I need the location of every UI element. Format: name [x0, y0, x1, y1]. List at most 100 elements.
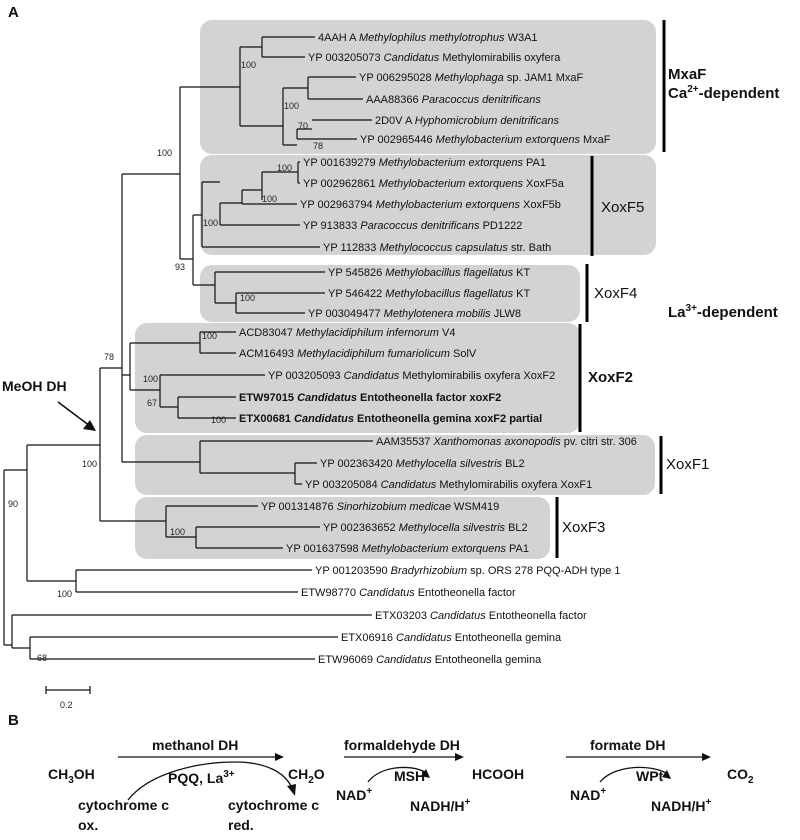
leaf-label-l2: YP 003205073 Candidatus Methylomirabilis… — [308, 52, 561, 64]
bootstrap-value: 100 — [203, 218, 218, 228]
leaf-label-l1: 4AAH A Methylophilus methylotrophus W3A1 — [318, 32, 538, 44]
leaf-label-l16: ACM16493 Methylacidiphilum fumariolicum … — [239, 348, 477, 360]
leaf-label-l11: YP 112833 Methylococcus capsulatus str. … — [323, 242, 551, 254]
leaf-label-l10: YP 913833 Paracoccus denitrificans PD122… — [303, 220, 522, 232]
leaf-label-l22: YP 003205084 Candidatus Methylomirabilis… — [305, 479, 592, 491]
leaf-label-l6: YP 002965446 Methylobacterium extorquens… — [360, 134, 611, 146]
leaf-label-l25: YP 001637598 Methylobacterium extorquens… — [286, 543, 529, 555]
bootstrap-value: 100 — [277, 163, 292, 173]
bootstrap-values: 100 100 70 78 100 100 100 100 93 100 100 78 100 67 100… — [8, 60, 323, 663]
cofactor-arc-1 — [127, 761, 293, 801]
product-co2: CO2 — [727, 766, 754, 786]
bootstrap-value: 100 — [211, 415, 226, 425]
group-label-mxaf: MxaF — [668, 66, 706, 83]
reaction-arrow-2-head — [455, 753, 464, 761]
leaf-label-l18: ETW97015 Candidatus Entotheonella factor… — [239, 392, 501, 404]
bootstrap-value: 90 — [8, 499, 18, 509]
group-bars — [555, 20, 666, 558]
enzyme-methanol-dh: methanol DH — [152, 737, 238, 753]
clade-box-xoxf4 — [200, 265, 580, 322]
nad-plus-1: NAD+ — [336, 786, 372, 803]
group-label-xoxf4: XoxF4 — [594, 285, 637, 302]
leaf-label-l9: YP 002963794 Methylobacterium extorquens… — [300, 199, 561, 211]
bootstrap-value: 93 — [175, 262, 185, 272]
enzyme-formaldehyde-dh: formaldehyde DH — [344, 737, 460, 753]
nadh-h-1: NADH/H+ — [410, 797, 470, 814]
cytochrome-c-ox-line2: ox. — [78, 817, 98, 833]
panel-label-b: B — [8, 712, 19, 729]
leaf-labels: 4AAH A Methylophilus methylotrophus W3A1… — [239, 32, 637, 666]
cofactor-arc-1-head — [287, 784, 296, 796]
nad-plus-2: NAD+ — [570, 786, 606, 803]
enzyme-formate-dh: formate DH — [590, 737, 665, 753]
group-label-xoxf5: XoxF5 — [601, 199, 644, 216]
bootstrap-value: 78 — [104, 352, 114, 362]
leaf-label-l26: YP 001203590 Bradyrhizobium sp. ORS 278 … — [315, 565, 621, 577]
scale-bar-label: 0.2 — [60, 700, 73, 710]
leaf-label-l20: AAM35537 Xanthomonas axonopodis pv. citr… — [376, 436, 637, 448]
leaf-label-l12: YP 545826 Methylobacillus flagellatus KT — [328, 267, 530, 279]
bootstrap-value: 100 — [57, 589, 72, 599]
bootstrap-value: 100 — [170, 527, 185, 537]
leaf-label-l5: 2D0V A Hyphomicrobium denitrificans — [375, 115, 560, 127]
cofactor-arc-2 — [367, 766, 426, 783]
bootstrap-value: 100 — [262, 194, 277, 204]
group-label-la-dependent: La3+-dependent — [668, 303, 778, 321]
substrate-methanol: CH3OH — [48, 766, 95, 786]
reaction-arrow-3-head — [702, 753, 711, 761]
group-label-ca-dependent: Ca2+-dependent — [668, 84, 779, 102]
bootstrap-value: 78 — [313, 141, 323, 151]
leaf-label-l27: ETW98770 Candidatus Entotheonella factor — [301, 587, 516, 599]
leaf-label-l23: YP 001314876 Sinorhizobium medicae WSM41… — [261, 501, 499, 513]
bootstrap-value: 100 — [284, 101, 299, 111]
meoh-arrow-line — [57, 401, 91, 427]
cofactor-wpt: WPt — [636, 768, 664, 784]
leaf-label-l30: ETW96069 Candidatus Entotheonella gemina — [318, 654, 542, 666]
cofactor-arc-3-head — [662, 770, 671, 779]
bootstrap-value: 100 — [241, 60, 256, 70]
reaction-arrow-1-head — [275, 753, 284, 761]
leaf-label-l3: YP 006295028 Methylophaga sp. JAM1 MxaF — [359, 72, 584, 84]
panel-label-a: A — [8, 4, 19, 21]
clade-box-xoxf1 — [135, 435, 655, 495]
group-label-xoxf2: XoxF2 — [588, 369, 633, 386]
leaf-label-l15: ACD83047 Methylacidiphilum infernorum V4 — [239, 327, 455, 339]
meoh-dh-label: MeOH DH — [2, 378, 67, 394]
leaf-label-l28: ETX03203 Candidatus Entotheonella factor — [375, 610, 587, 622]
leaf-label-l17: YP 003205093 Candidatus Methylomirabilis… — [268, 370, 555, 382]
bootstrap-value: 68 — [37, 653, 47, 663]
nadh-h-2: NADH/H+ — [651, 797, 711, 814]
group-label-xoxf3: XoxF3 — [562, 519, 605, 536]
leaf-label-l4: AAA88366 Paracoccus denitrificans — [366, 94, 541, 106]
leaf-label-l7: YP 001639279 Methylobacterium extorquens… — [303, 157, 546, 169]
clade-box-xoxf2 — [135, 323, 580, 433]
cofactor-msh: MSH — [394, 768, 425, 784]
leaf-label-l13: YP 546422 Methylobacillus flagellatus KT — [328, 288, 530, 300]
meoh-arrow-head — [83, 420, 96, 431]
cofactor-arc-2-head — [421, 769, 430, 778]
cofactor-pqq-la: PQQ, La3+ — [168, 769, 235, 786]
leaf-label-l21: YP 002363420 Methylocella silvestris BL2 — [320, 458, 525, 470]
leaf-label-l29: ETX06916 Candidatus Entotheonella gemina — [341, 632, 562, 644]
bootstrap-value: 70 — [298, 121, 308, 131]
leaf-label-l8: YP 002962861 Methylobacterium extorquens… — [303, 178, 565, 190]
cytochrome-c-red-line1: cytochrome c — [228, 797, 319, 813]
leaf-label-l14: YP 003049477 Methylotenera mobilis JLW8 — [308, 308, 521, 320]
cytochrome-c-red-line2: red. — [228, 817, 254, 833]
bootstrap-value: 100 — [240, 293, 255, 303]
bootstrap-value: 100 — [202, 331, 217, 341]
clade-box-xoxf3 — [135, 497, 550, 559]
bootstrap-value: 100 — [143, 374, 158, 384]
intermediate-formic-acid: HCOOH — [472, 766, 524, 782]
cytochrome-c-ox-line1: cytochrome c — [78, 797, 169, 813]
bootstrap-value: 100 — [82, 459, 97, 469]
tree-branches — [3, 36, 373, 694]
group-label-xoxf1: XoxF1 — [666, 456, 709, 473]
bootstrap-value: 67 — [147, 398, 157, 408]
bootstrap-value: 100 — [157, 148, 172, 158]
clade-box-xoxf5 — [200, 155, 656, 255]
leaf-label-l19: ETX00681 Candidatus Entotheonella gemina… — [239, 413, 542, 425]
leaf-label-l24: YP 002363652 Methylocella silvestris BL2 — [323, 522, 528, 534]
cofactor-arc-3 — [599, 766, 667, 783]
